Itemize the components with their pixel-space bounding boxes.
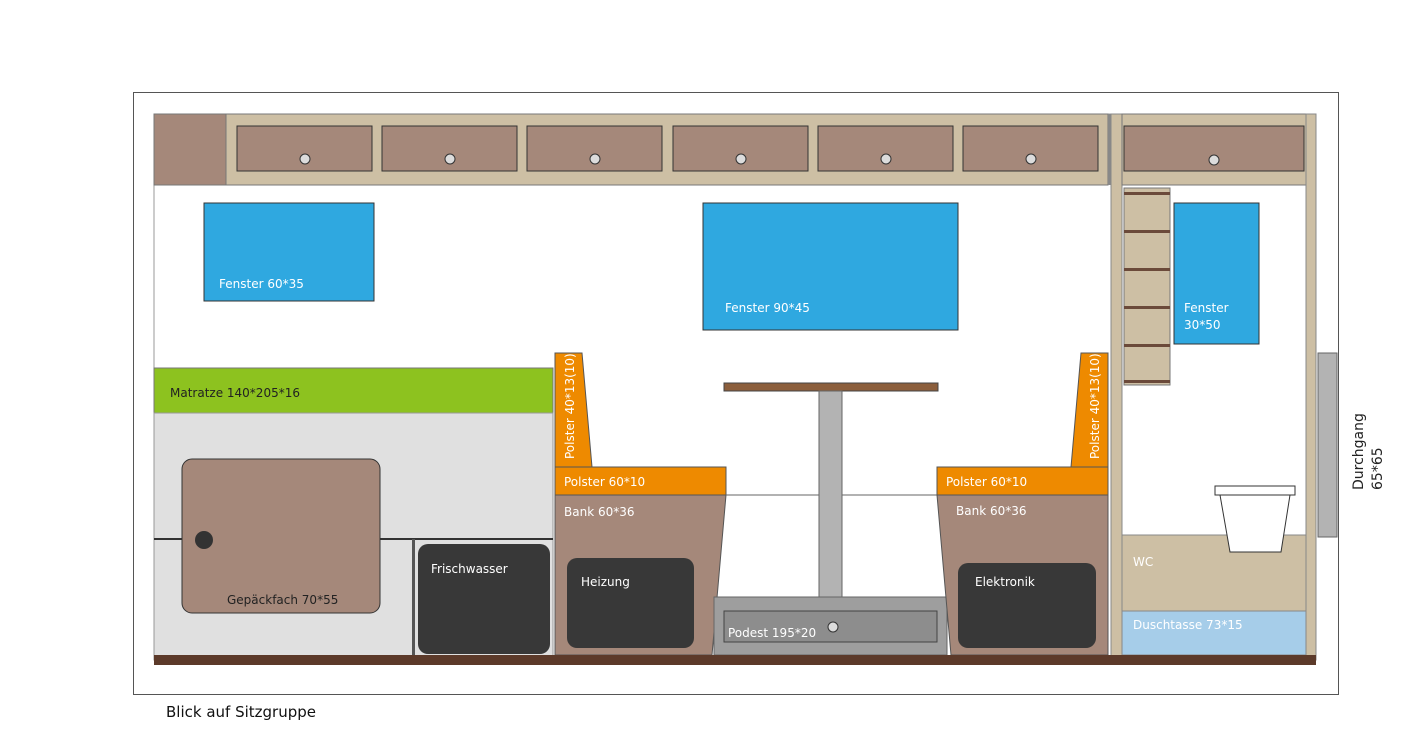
partition-post: [1110, 113, 1123, 661]
diagram-caption: Blick auf Sitzgruppe: [166, 703, 316, 721]
drawer[interactable]: [672, 125, 809, 172]
electronics-unit: [958, 563, 1096, 648]
toilet-icon: [1214, 485, 1296, 553]
table-top: [723, 382, 939, 392]
heating-label: Heizung: [581, 575, 630, 589]
table-leg: [818, 390, 843, 598]
podest-knob-icon: [827, 621, 839, 633]
shower-tray: [1121, 610, 1307, 656]
mattress-label: Matratze 140*205*16: [170, 386, 300, 400]
luggage-handle-icon: [195, 531, 213, 549]
partition-wall: [1108, 114, 1112, 185]
cushion-seat-right-label: Polster 60*10: [946, 475, 1027, 489]
luggage-label: Gepäckfach 70*55: [227, 593, 338, 607]
floor: [154, 655, 1316, 665]
wc-label: WC: [1133, 555, 1153, 569]
drawer[interactable]: [962, 125, 1099, 172]
bench-right-label: Bank 60*36: [956, 504, 1027, 518]
cushion-seat-left-label: Polster 60*10: [564, 475, 645, 489]
window-left-label: Fenster 60*35: [219, 277, 304, 291]
electronics-label: Elektronik: [975, 575, 1035, 589]
cushion-back-left-label: Polster 40*13(10): [563, 353, 577, 459]
podest-label: Podest 195*20: [728, 626, 816, 640]
passage-door[interactable]: [1317, 352, 1338, 538]
freshwater-tank: [418, 544, 550, 654]
window-right: [1173, 202, 1260, 345]
heating-unit: [567, 558, 694, 648]
passage-label-2: 65*65: [1370, 447, 1386, 490]
window-right-label-1: Fenster: [1184, 301, 1229, 315]
window-center-label: Fenster 90*45: [725, 301, 810, 315]
drawer[interactable]: [381, 125, 518, 172]
passage-label-1: Durchgang: [1351, 413, 1367, 490]
right-wall: [1305, 113, 1317, 661]
bath-upper-cabinet: [1121, 113, 1307, 186]
cushion-back-right-label: Polster 40*13(10): [1088, 353, 1102, 459]
drawer[interactable]: [817, 125, 954, 172]
window-left: [203, 202, 375, 302]
window-right-label-2: 30*50: [1184, 318, 1221, 332]
freshwater-label: Frischwasser: [431, 562, 508, 576]
cushion-seat-left: [554, 466, 727, 496]
bench-left-label: Bank 60*36: [564, 505, 635, 519]
bath-shelf: [1123, 187, 1171, 386]
mattress: [153, 367, 554, 414]
drawer[interactable]: [526, 125, 663, 172]
upper-cabinets: [153, 113, 1109, 186]
bed-post: [412, 539, 415, 660]
cushion-seat-right: [936, 466, 1109, 496]
drawer[interactable]: [236, 125, 373, 172]
luggage-compartment[interactable]: [181, 458, 381, 614]
shower-tray-label: Duschtasse 73*15: [1133, 618, 1243, 632]
window-center: [702, 202, 959, 331]
